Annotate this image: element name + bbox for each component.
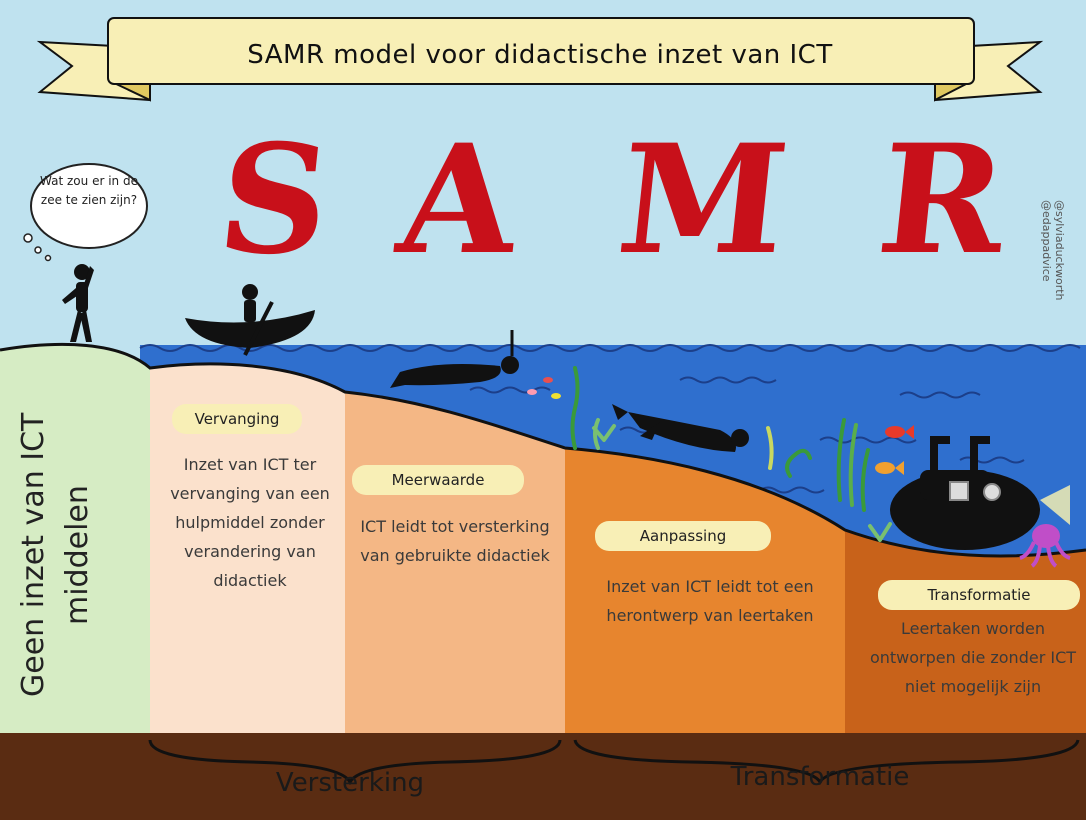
snorkeler <box>390 330 519 388</box>
brace-transformatie <box>573 739 1080 786</box>
level-desc-aanpassing: Inzet van ICT leidt tot een herontwerp v… <box>606 577 814 625</box>
thought-bubble <box>23 163 148 262</box>
level-label-aanpassing: Aanpassing <box>595 521 771 551</box>
thought-text: Wat zou er in de zee te zien zijn? <box>40 174 138 207</box>
group-label-versterking: Versterking <box>275 768 425 798</box>
seaweed <box>570 366 892 542</box>
letter-a: A <box>390 112 526 288</box>
wave-lines <box>139 344 1081 494</box>
banner-title: SAMR model voor didactische inzet van IC… <box>247 40 833 70</box>
level-label-transformatie: Transformatie <box>878 580 1080 610</box>
person-standing <box>62 264 94 342</box>
diver <box>612 404 749 452</box>
column-vervanging <box>150 363 345 735</box>
level-desc-transformatie: Leertaken worden ontworpen die zonder IC… <box>869 619 1077 696</box>
level-desc-meerwaarde: ICT leidt tot versterking van gebruikte … <box>360 517 550 565</box>
sea-floor-line <box>0 342 1086 558</box>
octopus <box>1019 524 1071 568</box>
letter-m: M <box>610 112 796 288</box>
fish-group <box>527 377 914 475</box>
canoe <box>185 284 315 356</box>
ground <box>0 733 1086 820</box>
level-label-vervanging: Vervanging <box>172 404 302 434</box>
group-label-transformatie: Transformatie <box>730 762 910 792</box>
author-credit: @sylviaduckworth @edappadvice <box>1040 200 1066 301</box>
level-label-meerwaarde: Meerwaarde <box>352 465 524 495</box>
credit-author: @sylviaduckworth <box>1053 200 1066 301</box>
letter-r: R <box>870 112 1014 288</box>
no-ict-label: Geen inzet van ICT middelen <box>16 412 95 698</box>
letter-s: S <box>210 112 338 288</box>
brace-versterking <box>148 739 562 786</box>
credit-source: @edappadvice <box>1040 200 1053 282</box>
column-aanpassing <box>565 448 845 735</box>
title-banner <box>36 17 1044 102</box>
column-no-ict <box>0 344 150 735</box>
level-desc-vervanging: Inzet van ICT ter vervanging van een hul… <box>170 455 330 590</box>
submarine <box>890 436 1070 550</box>
